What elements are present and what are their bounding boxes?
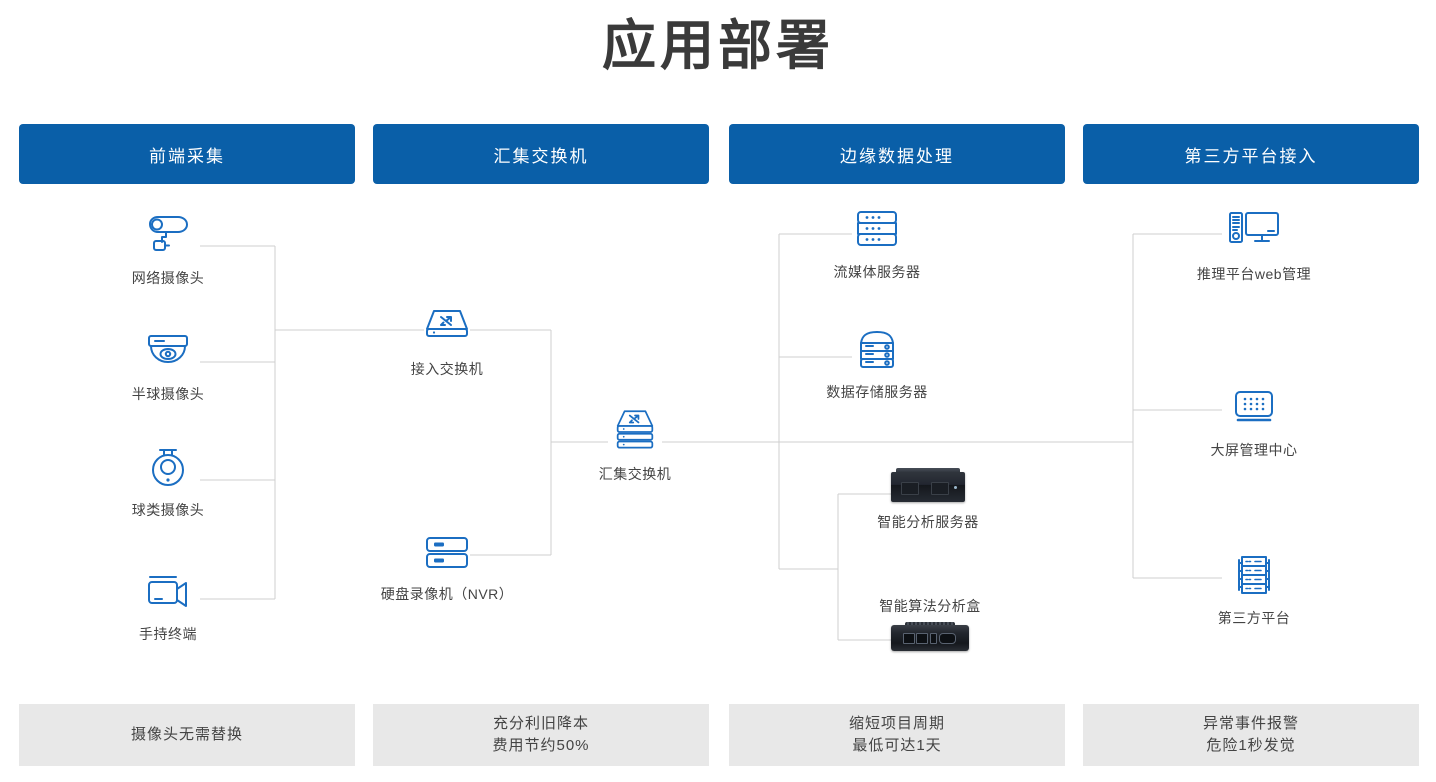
node-label: 汇集交换机 xyxy=(598,466,672,482)
node-label: 推理平台web管理 xyxy=(1196,266,1312,282)
node-label: 球类摄像头 xyxy=(131,502,205,518)
node-ai-analysis-server[interactable]: 智能分析服务器 xyxy=(843,466,1013,532)
nvr-icon xyxy=(426,537,468,568)
node-video-wall-center[interactable]: 大屏管理中心 xyxy=(1169,382,1339,460)
benefit-line-1: 摄像头无需替换 xyxy=(130,726,243,743)
node-aggregation-switch[interactable]: 汇集交换机 xyxy=(550,406,720,484)
node-streaming-server[interactable]: 流媒体服务器 xyxy=(792,204,962,282)
node-dome-camera[interactable]: 半球摄像头 xyxy=(83,326,253,404)
stacked-switch-icon xyxy=(616,410,654,449)
benefit-line-2: 费用节约50% xyxy=(492,737,590,754)
architecture-diagram: 网络摄像头 半球摄像头 球类摄像头 xyxy=(0,184,1436,696)
node-label: 数据存储服务器 xyxy=(826,384,928,400)
benefit-line-1: 充分利旧降本 xyxy=(492,715,589,732)
node-label: 接入交换机 xyxy=(410,361,484,377)
dome-camera-icon xyxy=(148,335,188,363)
node-handheld-terminal[interactable]: 手持终端 xyxy=(83,566,253,644)
benefit-card-front-end[interactable]: 摄像头无需替换 xyxy=(19,704,355,766)
column-header-label: 边缘数据处理 xyxy=(840,146,954,166)
node-ai-algorithm-box[interactable]: 智能算法分析盒 xyxy=(845,596,1015,654)
node-label: 半球摄像头 xyxy=(131,386,205,402)
node-label: 硬盘录像机（NVR） xyxy=(380,586,514,602)
node-ip-camera[interactable]: 网络摄像头 xyxy=(83,210,253,288)
benefit-line-1: 异常事件报警 xyxy=(1202,715,1299,732)
benefit-card-switch[interactable]: 充分利旧降本 费用节约50% xyxy=(373,704,709,766)
benefit-line-2: 危险1秒发觉 xyxy=(1206,737,1296,754)
node-label: 第三方平台 xyxy=(1217,610,1291,626)
page-title: 应用部署 xyxy=(602,16,834,76)
storage-server-icon xyxy=(860,331,894,368)
column-header-front-end-capture[interactable]: 前端采集 xyxy=(19,124,355,184)
node-label: 智能分析服务器 xyxy=(877,514,979,530)
node-label: 手持终端 xyxy=(139,626,197,642)
network-switch-icon xyxy=(426,310,468,337)
node-storage-server[interactable]: 数据存储服务器 xyxy=(792,324,962,402)
column-header-label: 汇集交换机 xyxy=(493,146,589,166)
benefit-line-2: 最低可达1天 xyxy=(852,737,942,754)
column-header-third-party-access[interactable]: 第三方平台接入 xyxy=(1083,124,1419,184)
column-header-label: 第三方平台接入 xyxy=(1184,146,1318,166)
node-label: 大屏管理中心 xyxy=(1210,442,1298,458)
camcorder-icon xyxy=(148,576,187,607)
desktop-computer-icon xyxy=(1229,212,1279,243)
column-header-bar: 前端采集 汇集交换机 边缘数据处理 第三方平台接入 xyxy=(0,124,1436,184)
column-header-edge-data-processing[interactable]: 边缘数据处理 xyxy=(729,124,1065,184)
connector-lines xyxy=(200,233,1222,641)
ptz-ball-camera-icon xyxy=(152,449,184,486)
node-access-switch[interactable]: 接入交换机 xyxy=(362,301,532,379)
column-header-aggregation-switch[interactable]: 汇集交换机 xyxy=(373,124,709,184)
ai-analysis-server-photo xyxy=(891,466,965,506)
ai-algorithm-box-photo xyxy=(891,622,969,654)
column-header-label: 前端采集 xyxy=(149,146,225,166)
benefit-line-1: 缩短项目周期 xyxy=(848,715,945,732)
node-label: 流媒体服务器 xyxy=(833,264,921,280)
rack-server-icon xyxy=(857,211,897,246)
benefit-card-row: 摄像头无需替换 充分利旧降本 费用节约50% 缩短项目周期 最低可达1天 异常事… xyxy=(0,704,1436,782)
server-rack-icon xyxy=(1238,556,1270,594)
node-ptz-camera[interactable]: 球类摄像头 xyxy=(83,442,253,520)
bullet-camera-icon xyxy=(149,216,188,251)
node-label: 网络摄像头 xyxy=(131,270,205,286)
node-inference-web-admin[interactable]: 推理平台web管理 xyxy=(1169,206,1339,284)
node-third-party-platform[interactable]: 第三方平台 xyxy=(1169,550,1339,628)
node-nvr[interactable]: 硬盘录像机（NVR） xyxy=(362,526,532,604)
benefit-card-edge[interactable]: 缩短项目周期 最低可达1天 xyxy=(729,704,1065,766)
benefit-card-third-party[interactable]: 异常事件报警 危险1秒发觉 xyxy=(1083,704,1419,766)
node-label: 智能算法分析盒 xyxy=(879,598,981,614)
video-wall-icon xyxy=(1235,391,1273,422)
